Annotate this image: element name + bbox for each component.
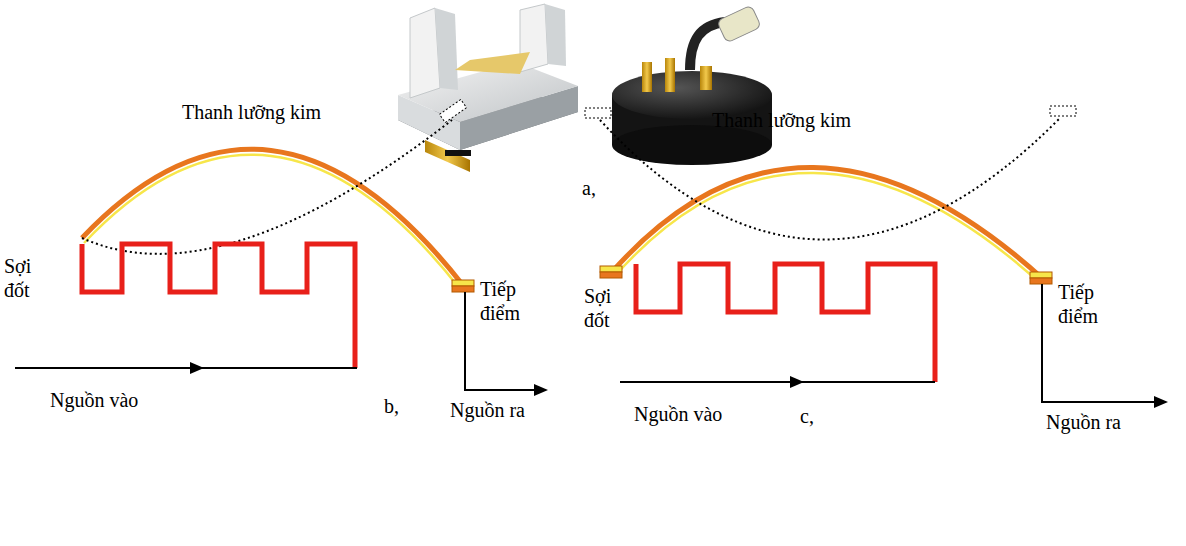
signal-name: Nguồn ra xyxy=(1046,410,1121,434)
part-name: Thanh lưỡng kim xyxy=(712,108,851,132)
overload-photo xyxy=(612,5,772,165)
figure-label: b, xyxy=(384,394,399,418)
part-name: Sợi đốt xyxy=(4,254,50,302)
figure-label: c, xyxy=(800,404,814,428)
signal-name: Nguồn vào xyxy=(50,388,138,412)
part-name: Thanh lưỡng kim xyxy=(182,100,321,124)
part-name: Tiếp điểm xyxy=(1058,280,1114,328)
signal-name: Nguồn vào xyxy=(634,402,722,426)
diagram-c xyxy=(585,106,1168,408)
relay-photo xyxy=(398,4,578,172)
figure-label: a, xyxy=(582,176,596,200)
diagram-b xyxy=(15,99,548,396)
part-name: Sợi đốt xyxy=(584,284,630,332)
signal-name: Nguồn ra xyxy=(450,398,525,422)
part-name: Tiếp điểm xyxy=(480,277,536,325)
